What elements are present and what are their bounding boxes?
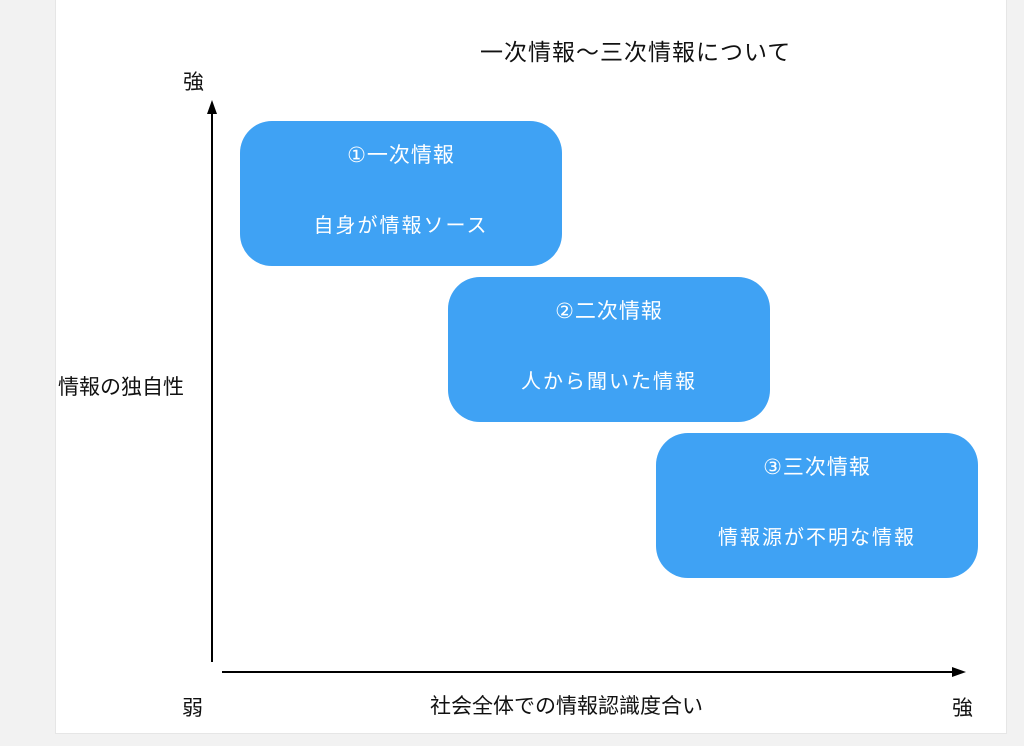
x-axis-right-label: 強 <box>952 696 973 720</box>
box-tertiary-info: ③三次情報 情報源が不明な情報 <box>656 433 978 578</box>
box-secondary-info: ②二次情報 人から聞いた情報 <box>448 277 770 422</box>
box-primary-heading: ①一次情報 <box>347 143 455 167</box>
box-secondary-heading: ②二次情報 <box>555 299 663 323</box>
box-tertiary-text: 情報源が不明な情報 <box>718 525 916 549</box>
x-axis-arrow <box>952 667 966 677</box>
box-primary-info: ①一次情報 自身が情報ソース <box>240 121 562 266</box>
box-primary-text: 自身が情報ソース <box>313 213 489 237</box>
diagram-title: 一次情報〜三次情報について <box>480 40 792 66</box>
box-secondary-text: 人から聞いた情報 <box>521 369 697 393</box>
x-axis-label: 社会全体での情報認識度合い <box>430 694 703 718</box>
y-axis-top-label: 強 <box>183 70 204 94</box>
box-tertiary-heading: ③三次情報 <box>763 455 871 479</box>
x-axis-left-label: 弱 <box>182 696 203 720</box>
y-axis-label: 情報の独自性 <box>58 375 184 399</box>
y-axis-arrow <box>207 100 217 114</box>
